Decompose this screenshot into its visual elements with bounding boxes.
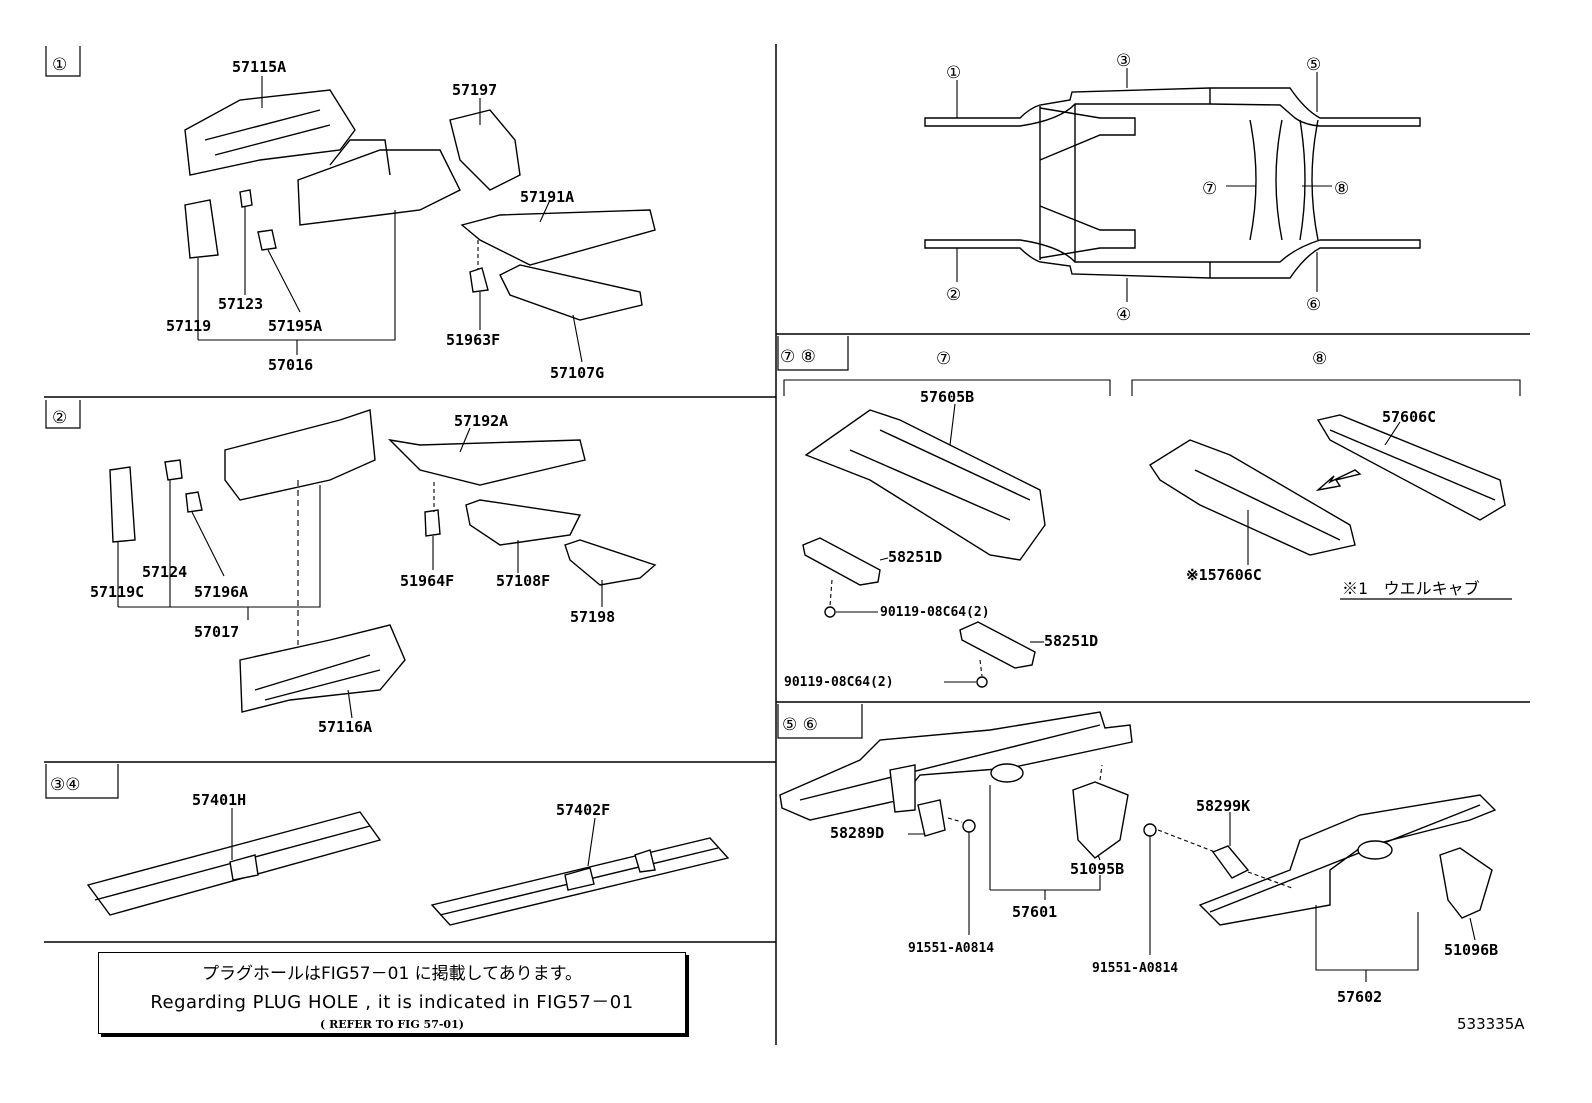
part-57017: 57017 [194, 623, 239, 641]
part-57198: 57198 [570, 608, 615, 626]
part-57016: 57016 [268, 356, 313, 374]
part-57605B: 57605B [920, 388, 974, 406]
section-2-drawings [109, 409, 657, 713]
part-57116A: 57116A [318, 718, 372, 736]
overview-label-3: ③ [1116, 51, 1131, 71]
overview-label-8: ⑧ [1334, 179, 1349, 199]
overview-label-2: ② [946, 285, 961, 305]
section-78-drawings [802, 409, 1506, 688]
sub-label-7: ⑦ [936, 349, 951, 369]
overview-label-1: ① [946, 63, 961, 83]
sub-label-8: ⑧ [1312, 349, 1327, 369]
part-58289D: 58289D [830, 824, 884, 842]
part-57197: 57197 [452, 81, 497, 99]
part-51096B: 51096B [1444, 941, 1498, 959]
section-label-boxes [45, 46, 863, 799]
note-english: Regarding PLUG HOLE , it is indicated in… [150, 992, 634, 1013]
section-78-brackets [783, 379, 1521, 396]
overview-label-6: ⑥ [1306, 295, 1321, 315]
part-57606C: 57606C [1382, 408, 1436, 426]
part-90119-08C64-a: 90119-08C64(2) [880, 605, 990, 620]
overview-label-5: ⑤ [1306, 55, 1321, 75]
part-57195A: 57195A [268, 317, 322, 335]
welcab-footnote: ※1 ウエルキャブ [1342, 579, 1480, 598]
section-56-drawings [779, 711, 1497, 926]
section-34-label: ③④ [50, 775, 80, 795]
part-91551-A0814-a: 91551-A0814 [908, 941, 994, 956]
part-57602: 57602 [1337, 988, 1382, 1006]
part-57108F: 57108F [496, 572, 550, 590]
part-57601: 57601 [1012, 903, 1057, 921]
part-57124: 57124 [142, 563, 187, 581]
part-57107G: 57107G [550, 364, 604, 382]
frame-overview [924, 87, 1421, 279]
section-56-leaders [908, 764, 1476, 982]
part-57402F: 57402F [556, 801, 610, 819]
section-1-drawings [184, 89, 656, 321]
figure-id: 533335A [1457, 1015, 1525, 1033]
section-34-leaders [231, 808, 596, 867]
overview-label-7: ⑦ [1202, 179, 1217, 199]
part-57119: 57119 [166, 317, 211, 335]
section-2-label: ② [52, 408, 67, 428]
part-58251D-b: 58251D [1044, 632, 1098, 650]
part-57192A: 57192A [454, 412, 508, 430]
part-57123: 57123 [218, 295, 263, 313]
overview-label-4: ④ [1116, 305, 1131, 325]
section-34-drawings [86, 811, 730, 926]
note-reference: ( REFER TO FIG 57-01) [320, 1018, 464, 1031]
part-58251D-a: 58251D [888, 548, 942, 566]
section-borders [44, 44, 1530, 1045]
section-78-arrow [1315, 469, 1362, 492]
section-78-label: ⑦ ⑧ [780, 347, 816, 367]
part-57191A: 57191A [520, 188, 574, 206]
part-57119C: 57119C [90, 583, 144, 601]
part-90119-08C64-b: 90119-08C64(2) [784, 675, 894, 690]
overview-leaders [956, 68, 1332, 302]
section-78-leaders [829, 403, 1401, 683]
note-japanese: プラグホールはFIG57－01 に掲載してあります。 [202, 964, 582, 984]
part-57401H: 57401H [192, 791, 246, 809]
part-57606C-welcab: ※157606C [1186, 566, 1262, 584]
section-2-leaders [117, 427, 603, 719]
section-1-label: ① [52, 55, 67, 75]
part-91551-A0814-b: 91551-A0814 [1092, 961, 1178, 976]
part-51964F: 51964F [400, 572, 454, 590]
section-1-leaders [197, 76, 583, 363]
part-51095B: 51095B [1070, 860, 1124, 878]
section-56-label: ⑤ ⑥ [782, 715, 818, 735]
part-58299K: 58299K [1196, 797, 1250, 815]
plug-hole-note: プラグホールはFIG57－01 に掲載してあります。 Regarding PLU… [98, 952, 686, 1034]
part-51963F: 51963F [446, 331, 500, 349]
part-57196A: 57196A [194, 583, 248, 601]
part-57115A: 57115A [232, 58, 286, 76]
